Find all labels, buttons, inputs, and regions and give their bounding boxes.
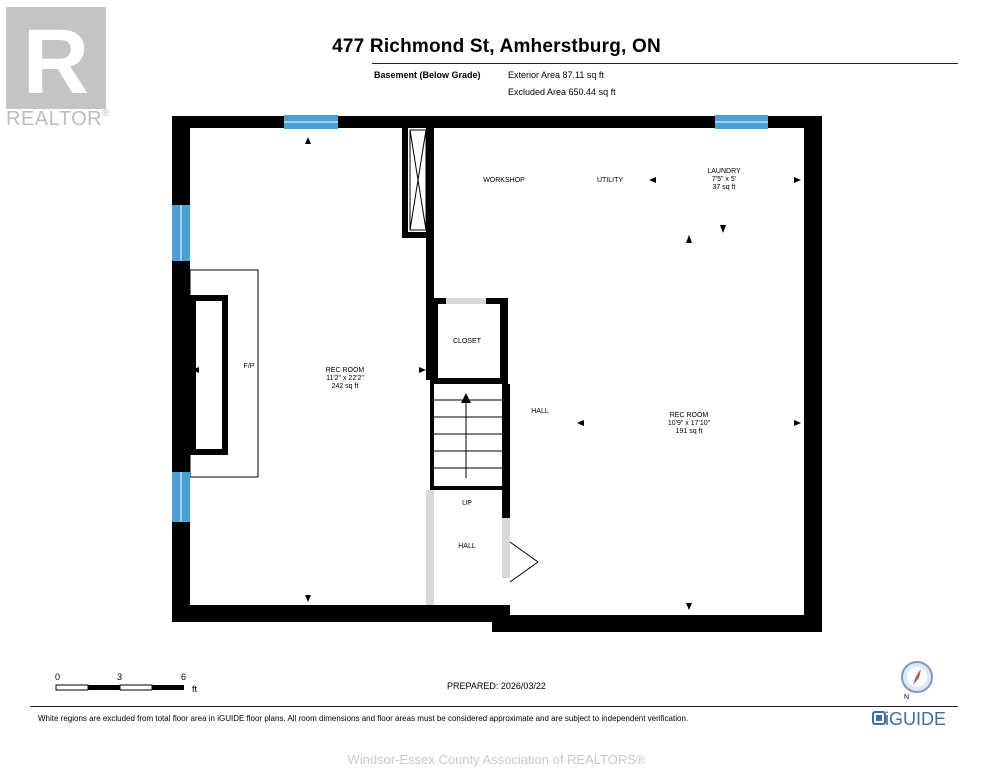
room-name: HALL: [458, 543, 476, 550]
exterior-area: Exterior Area 87.11 sq ft: [508, 70, 604, 80]
room-name: REC ROOM: [325, 367, 365, 374]
room-name: HALL: [531, 408, 549, 415]
room-dimensions: 7'5" x 5': [711, 176, 737, 183]
footer-credit: Windsor-Essex County Association of REAL…: [347, 752, 646, 767]
room-hall-lower: HALL: [458, 543, 476, 551]
compass-icon: N: [901, 661, 933, 701]
realtor-registered-mark: ®: [102, 108, 110, 119]
page-title: 477 Richmond St, Amherstburg, ON: [332, 36, 661, 57]
room-name: CLOSET: [452, 338, 482, 345]
title-divider: [372, 63, 958, 64]
realtor-logo-text: REALTOR®: [6, 108, 110, 131]
room-area: 37 sq ft: [712, 184, 736, 191]
room-rec-room-left: REC ROOM 11'2" x 22'2" 242 sq ft: [326, 367, 365, 391]
room-rec-room-right: REC ROOM 10'9" x 17'10" 191 sq ft: [668, 412, 710, 436]
chimney: [409, 129, 427, 231]
room-name: WORKSHOP: [483, 177, 525, 184]
room-name: LAUNDRY: [707, 168, 741, 175]
fireplace-hearth: [189, 269, 259, 478]
scale-tick-label: 6: [181, 672, 187, 682]
room-name: UTILITY: [596, 177, 624, 184]
iguide-logo-icon: [872, 711, 886, 725]
level-name: Basement (Below Grade): [374, 70, 481, 80]
room-name: REC ROOM: [669, 412, 709, 419]
disclaimer-text: White regions are excluded from total fl…: [38, 714, 689, 723]
staircase: [434, 398, 502, 478]
room-area: 191 sq ft: [675, 428, 703, 435]
scale-unit: ft: [192, 684, 198, 694]
windows: [172, 115, 768, 522]
scale-bar: [55, 684, 184, 691]
room-name: UP: [462, 500, 472, 507]
footer-divider: [30, 706, 958, 707]
scale-tick-label: 0: [55, 672, 61, 682]
prepared-date: PREPARED: 2026/03/22: [447, 681, 546, 691]
room-dimensions: 10'9" x 17'10": [667, 420, 711, 427]
realtor-logo-mark: R: [6, 7, 106, 113]
door-swing: [509, 541, 539, 583]
walls: [172, 116, 822, 632]
room-area: 242 sq ft: [331, 383, 359, 390]
realtor-logo: R: [6, 7, 106, 113]
stairs-up-label: UP: [462, 500, 472, 508]
openings: [426, 298, 510, 605]
room-name: F/P: [243, 363, 255, 370]
realtor-logo-word: REALTOR: [6, 108, 103, 130]
realtor-logo-letter: R: [23, 11, 89, 109]
room-fireplace: F/P: [244, 363, 255, 371]
room-workshop: WORKSHOP: [483, 177, 525, 185]
room-hall-upper: HALL: [531, 408, 549, 416]
iguide-logo-text: iGUIDE: [885, 709, 947, 729]
stairs-arrow-icon: [461, 393, 471, 403]
room-closet: CLOSET: [453, 338, 481, 346]
room-dimensions: 11'2" x 22'2": [326, 375, 364, 382]
view-arrows: [192, 137, 801, 610]
room-laundry: LAUNDRY 7'5" x 5' 37 sq ft: [707, 168, 740, 192]
room-utility: UTILITY: [597, 177, 623, 185]
excluded-area: Excluded Area 650.44 sq ft: [508, 87, 616, 97]
scale-tick-label: 3: [117, 672, 123, 682]
compass-north-label: N: [904, 694, 909, 701]
